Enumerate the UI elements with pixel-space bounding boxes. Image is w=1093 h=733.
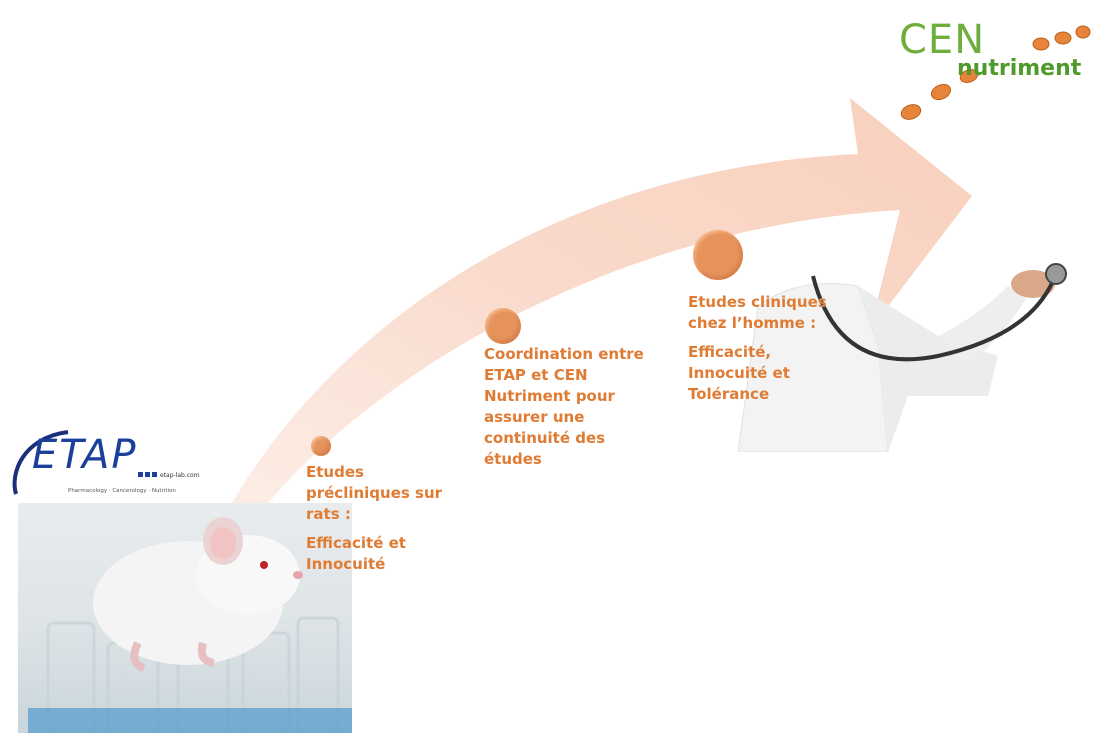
step-2-title: Coordination entre ETAP et CEN Nutriment…: [484, 345, 644, 468]
step-1-detail: Efficacité et Innocuité: [306, 534, 406, 573]
step-3-dot: [693, 230, 743, 280]
step-2-dot: [485, 308, 521, 344]
lab-mouse-photo: [18, 503, 352, 733]
nutriment-wordmark: nutriment: [957, 56, 1082, 81]
step-3-text: Etudes cliniques chez l’homme : Efficaci…: [688, 292, 828, 405]
etap-website: etap-lab.com: [160, 472, 200, 479]
cen-wordmark: CEN: [899, 17, 986, 63]
step-1-text: Etudes précliniques sur rats : Efficacit…: [306, 462, 466, 575]
step-1-title: Etudes précliniques sur rats :: [306, 463, 443, 523]
step-3-title: Etudes cliniques chez l’homme :: [688, 293, 827, 332]
doctor-stethoscope-photo: [738, 246, 1093, 452]
etap-wordmark: ETAP: [32, 432, 138, 478]
cen-nutriment-logo: CEN nutriment: [893, 12, 1093, 128]
step-1-dot: [311, 436, 331, 456]
step-3-detail: Efficacité, Innocuité et Tolérance: [688, 343, 790, 403]
step-2-text: Coordination entre ETAP et CEN Nutriment…: [484, 344, 654, 470]
etap-tagline: Pharmacology · Cancerology · Nutrition: [68, 488, 176, 494]
etap-logo: ETAP etap-lab.com Pharmacology · Cancero…: [8, 424, 208, 502]
